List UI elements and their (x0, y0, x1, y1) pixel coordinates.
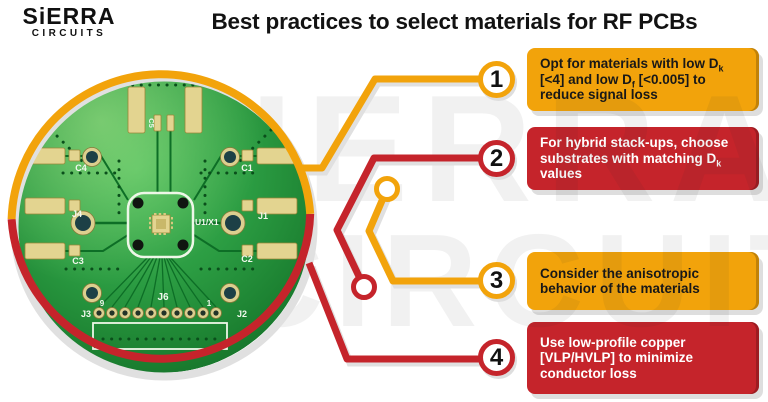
svg-text:9: 9 (100, 299, 105, 308)
connector-3 (365, 187, 480, 285)
callout-box-2: For hybrid stack-ups, choose substrates … (527, 127, 759, 190)
svg-text:U1/X1: U1/X1 (195, 217, 219, 227)
step-number-1: 1 (478, 61, 515, 98)
svg-text:C2: C2 (241, 254, 253, 264)
callout-text-4: Use low-profile copper [VLP/HVLP] to min… (540, 334, 694, 381)
callout-text-2: For hybrid stack-ups, choose substrates … (540, 135, 729, 182)
connector-4 (305, 261, 480, 363)
small-ring-red (351, 274, 377, 300)
svg-text:J4: J4 (72, 209, 82, 219)
header: SiERRA CIRCUITS Best practices to select… (0, 0, 768, 46)
step-number-4: 4 (478, 339, 515, 376)
page-title: Best practices to select materials for R… (211, 9, 698, 34)
small-ring-yellow (374, 176, 400, 202)
svg-text:J1: J1 (258, 211, 268, 221)
sierra-circuits-logo: SiERRA CIRCUITS (8, 4, 130, 39)
logo-subtext: CIRCUITS (31, 28, 107, 39)
pcb-illustration: C4 J4 C3 J3 C1 J1 C2 J2 J6 9 1 U1/X1 C5 (11, 73, 311, 373)
svg-text:C4: C4 (75, 163, 87, 173)
svg-text:J3: J3 (81, 309, 91, 319)
callout-text-3: Consider the anisotropic behavior of the… (540, 265, 700, 296)
callout-box-4: Use low-profile copper [VLP/HVLP] to min… (527, 322, 759, 394)
svg-text:1: 1 (207, 299, 212, 308)
logo-wordmark: SiERRA (22, 3, 116, 29)
callout-box-1: Opt for materials with low Dk [<4] and l… (527, 48, 759, 111)
svg-text:J6: J6 (157, 292, 169, 303)
connector-1 (300, 75, 480, 172)
step-number-2: 2 (478, 140, 515, 177)
pcb-photo-circle: C4 J4 C3 J3 C1 J1 C2 J2 J6 9 1 U1/X1 C5 (11, 73, 311, 373)
svg-text:C3: C3 (72, 256, 84, 266)
svg-text:C1: C1 (241, 163, 253, 173)
callout-text-1: Opt for materials with low Dk [<4] and l… (540, 56, 724, 103)
svg-text:J2: J2 (237, 309, 247, 319)
svg-text:C5: C5 (147, 118, 156, 128)
step-number-3: 3 (478, 262, 515, 299)
connector-2 (333, 154, 480, 289)
callout-box-3: Consider the anisotropic behavior of the… (527, 252, 759, 310)
connector-lines (300, 75, 480, 363)
